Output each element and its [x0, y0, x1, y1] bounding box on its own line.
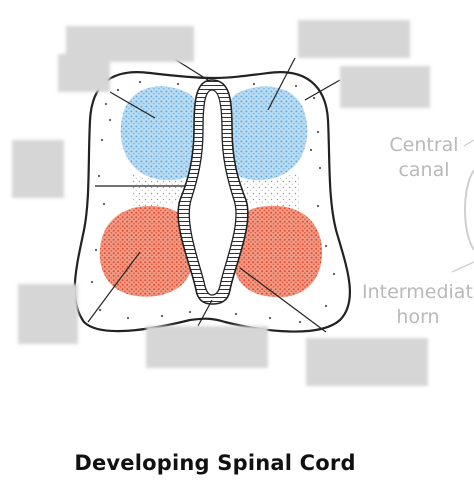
- intermediate-horn-pointer: [451, 261, 474, 273]
- central-canal: [188, 89, 237, 296]
- intermediate-zone-stipple: [132, 174, 194, 210]
- central-canal-pointer: [463, 139, 474, 147]
- basal-plate-right: [231, 205, 323, 298]
- leader-line-basal-right: [239, 267, 327, 333]
- central-canal-label: Central canal: [378, 133, 470, 183]
- marginal-zone-stipple: [90, 80, 336, 324]
- intermediate-horn-label-text: Intermediate horn: [362, 281, 474, 328]
- hidden-label-alar-left[interactable]: [58, 54, 110, 92]
- hidden-label-floor-plate[interactable]: [146, 326, 268, 368]
- hidden-label-top-right[interactable]: [298, 20, 410, 58]
- hidden-label-sulcus-limitans[interactable]: [12, 140, 64, 198]
- hidden-label-basal-right[interactable]: [306, 338, 428, 386]
- leader-line-basal-left: [87, 251, 141, 323]
- alar-plate-right: [227, 86, 308, 181]
- central-canal-label-text: Central canal: [389, 134, 459, 181]
- leader-line-alar-right: [267, 57, 296, 111]
- diagram-title: Developing Spinal Cord: [74, 451, 356, 475]
- leader-line-alar-left: [109, 91, 156, 119]
- adjacent-diagram-fragment: [464, 169, 474, 251]
- intermediate-zone-stipple-right: [234, 172, 300, 210]
- hidden-label-alar-right[interactable]: [340, 66, 430, 108]
- intermediate-horn-label: Intermediate horn: [362, 280, 474, 330]
- leader-line-alar-right-lower: [304, 79, 341, 101]
- leader-line-floor-plate: [197, 299, 213, 327]
- hidden-label-basal-left[interactable]: [18, 284, 78, 344]
